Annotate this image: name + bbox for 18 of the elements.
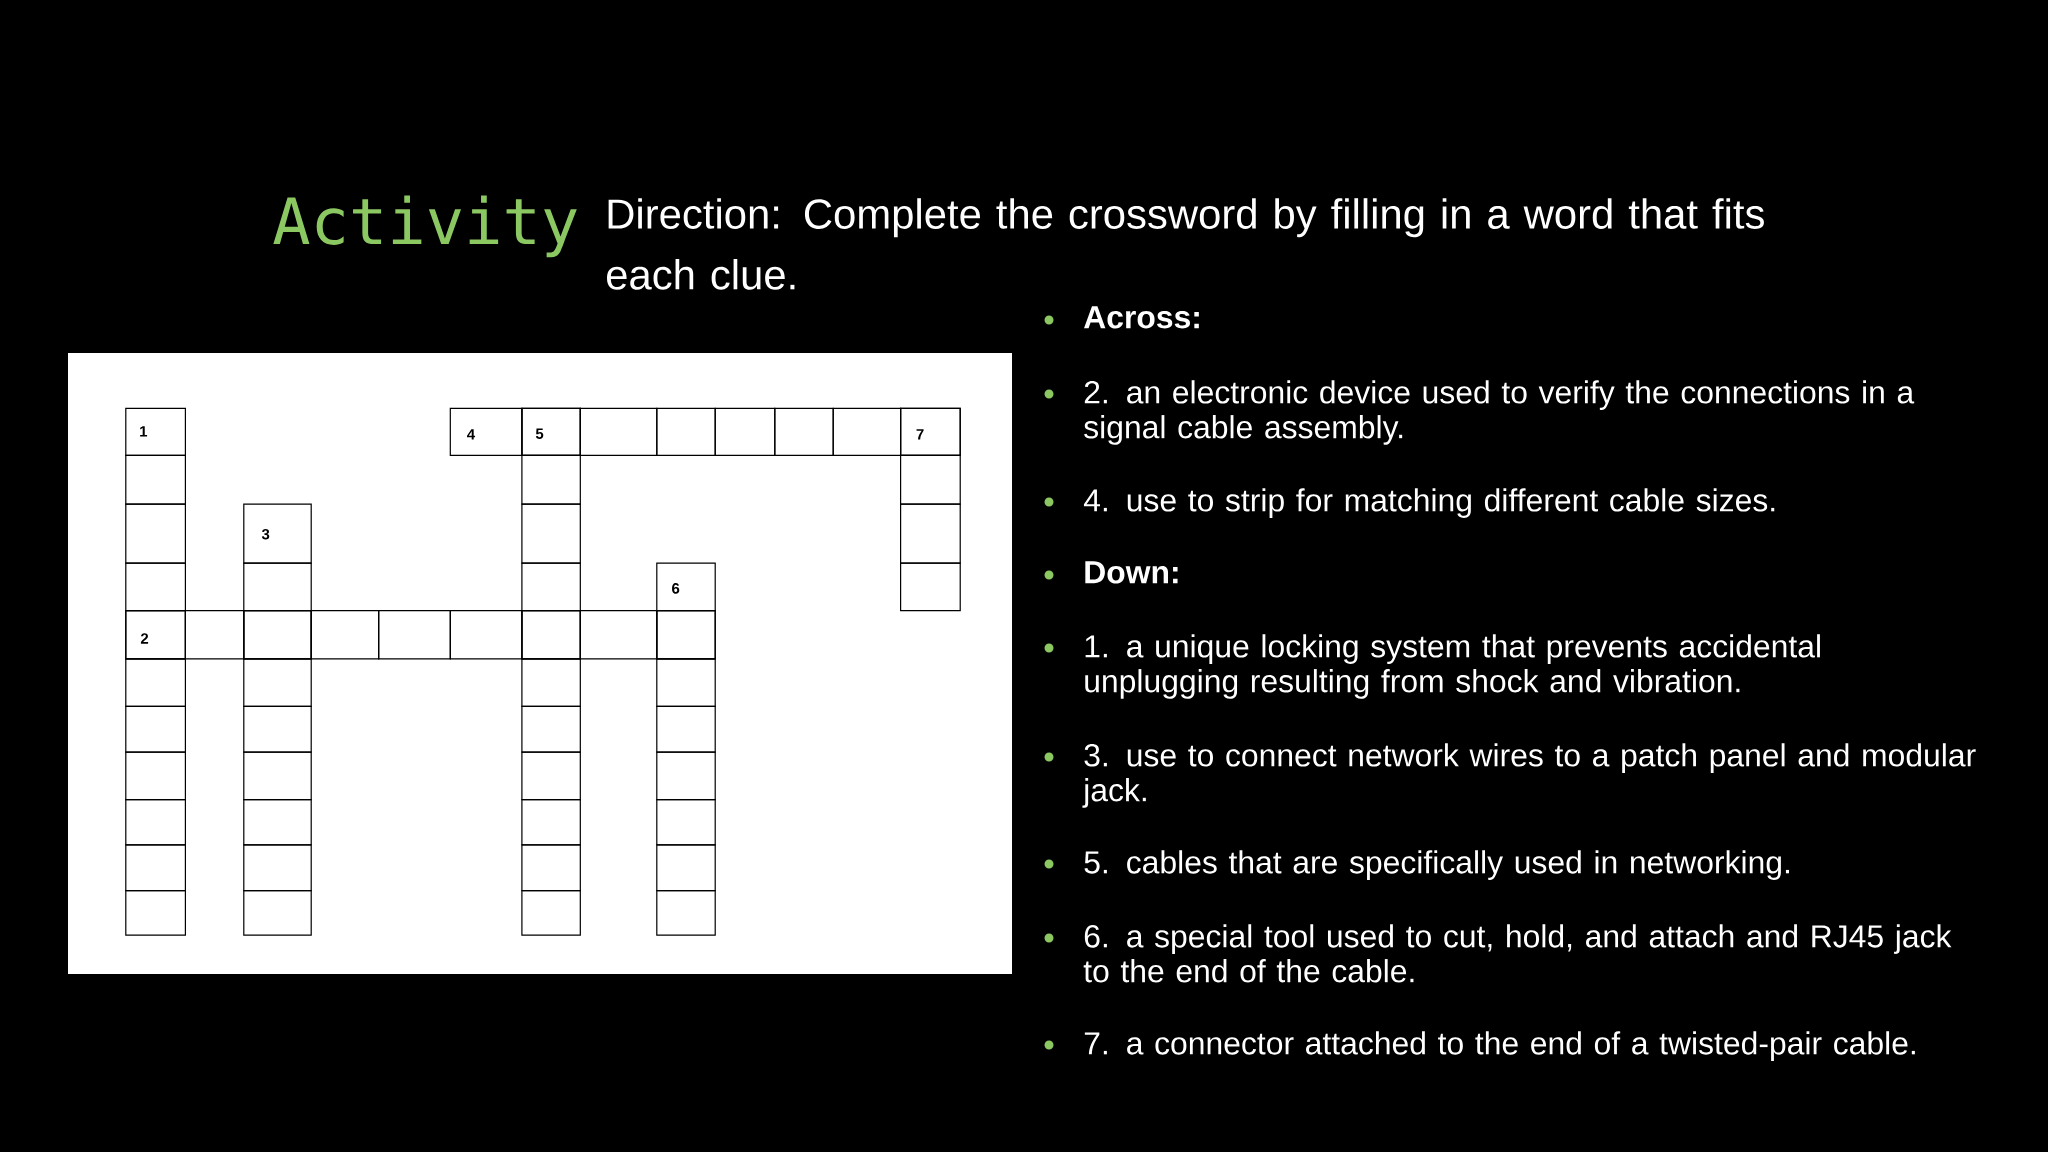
clue-text: 5. cables that are specifically used in networking. [1084,850,1789,880]
clue-number: 2 [140,633,149,644]
clue-number: 5 [535,428,544,439]
clue-text: 3. use to connect network wires to a patch panel and modular jack. [1082,743,1976,808]
clue-number: 1 [140,426,148,437]
clue-text: 4. use to strip for matching different cable sizes. [1083,488,1775,518]
heading: Across: [1084,306,1199,329]
clue-number: 7 [916,429,924,440]
clue-text: 6. a special tool used to cut, hold, and attach and RJ45 jack to the end of the cable. [1083,924,1952,983]
direction-text: Direction: Complete the crossword by filling in a word that fits each clue. [607,198,1764,290]
clue-number: 3 [261,528,270,540]
clue-text: 1. a unique locking system that prevents accidental unplugging resulting from shock and vibration. [1085,634,1820,699]
clue-text: 7. a connector attached to the end of a twisted-pair cable. [1084,1031,1915,1061]
clue-number: 6 [672,583,680,594]
clue-text: 2. an electronic device used to verify the connections in a signal cable assembly. [1084,380,1915,445]
clue-number: 4 [467,429,476,440]
title: Activity [273,195,577,258]
heading: Down: [1085,561,1178,584]
